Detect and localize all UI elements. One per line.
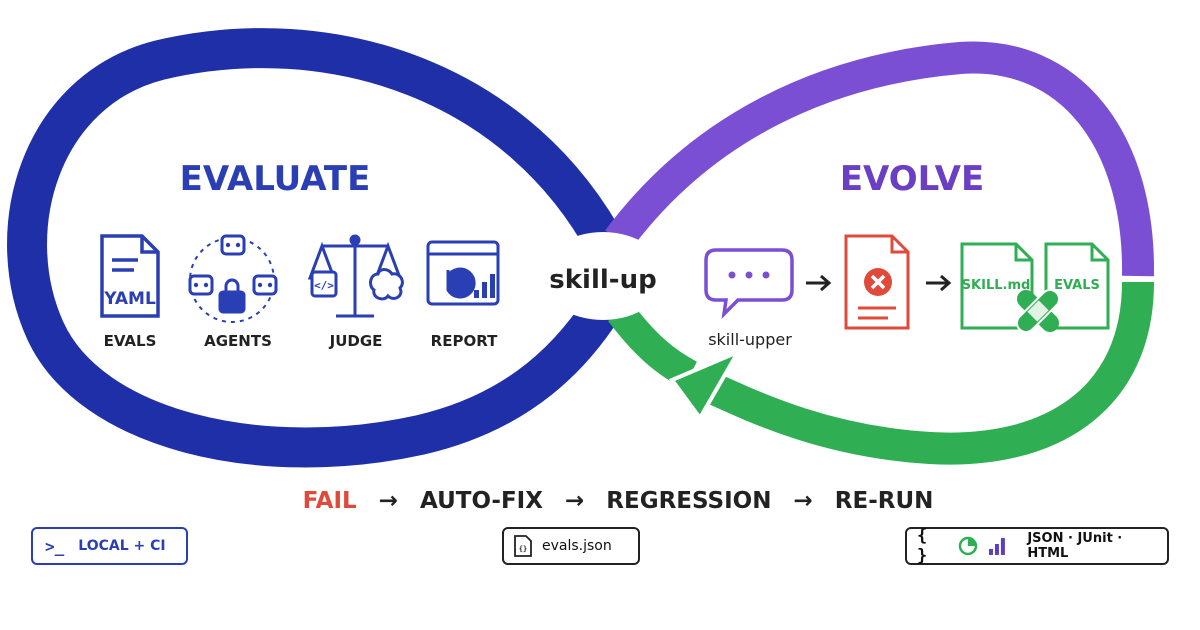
svg-text:{}: {} bbox=[519, 545, 527, 553]
local-ci-label: LOCAL + CI bbox=[78, 538, 166, 554]
report-chart-icon bbox=[426, 240, 500, 306]
yaml-icon-text: YAML bbox=[103, 289, 156, 309]
flow-arrow-1: → bbox=[379, 488, 398, 514]
evaluate-loop bbox=[7, 28, 628, 468]
skill-upper-label: skill-upper bbox=[708, 330, 792, 349]
output-formats-label: JSON · JUnit · HTML bbox=[1027, 531, 1123, 561]
flow-arrow-icon bbox=[806, 274, 952, 292]
evolve-loop-bottom bbox=[705, 281, 1154, 465]
yaml-document-icon bbox=[100, 234, 160, 318]
evals-label: EVALS bbox=[104, 332, 157, 350]
center-bubble bbox=[541, 232, 665, 320]
bandage-icon bbox=[1015, 288, 1061, 334]
json-file-icon: {} bbox=[514, 535, 532, 557]
robot-agents-icon bbox=[188, 234, 278, 323]
braces-icon: { } bbox=[917, 526, 928, 566]
flow-arrow-3: → bbox=[794, 488, 813, 514]
flow-regression: REGRESSION bbox=[606, 488, 771, 514]
flow-auto-fix: AUTO-FIX bbox=[420, 488, 543, 514]
center-label: skill-up bbox=[549, 265, 656, 295]
agents-label: AGENTS bbox=[204, 332, 272, 350]
failed-document-icon bbox=[844, 234, 910, 330]
flow-fail: FAIL bbox=[303, 488, 357, 514]
evals-json-label: evals.json bbox=[542, 538, 612, 554]
bar-chart-icon bbox=[989, 538, 1006, 555]
report-label: REPORT bbox=[431, 332, 498, 350]
evaluate-title: EVALUATE bbox=[180, 159, 371, 199]
local-ci-badge: >_ LOCAL + CI bbox=[31, 527, 188, 565]
skill-md-label: SKILL.md bbox=[962, 278, 1031, 293]
output-formats-badge: { } JSON · JUnit · HTML bbox=[905, 526, 1169, 566]
return-arrowhead-icon bbox=[668, 347, 743, 422]
chat-dots bbox=[728, 271, 770, 279]
evolve-loop-bottom-inner bbox=[608, 302, 698, 389]
report-bars bbox=[474, 274, 495, 298]
flow-rerun: RE-RUN bbox=[835, 488, 934, 514]
terminal-icon: >_ bbox=[45, 536, 65, 556]
robot-eyes bbox=[193, 242, 273, 288]
pie-chart-icon bbox=[958, 536, 977, 556]
evolve-loop-top bbox=[605, 41, 1155, 277]
chat-bubble-icon bbox=[704, 248, 794, 319]
flow-arrow-2: → bbox=[565, 488, 584, 514]
flow-line: FAIL → AUTO-FIX → REGRESSION → RE-RUN bbox=[303, 488, 934, 514]
evals-json-badge: {} evals.json bbox=[502, 527, 640, 565]
fail-x-icon bbox=[870, 274, 886, 290]
code-glyph: </> bbox=[314, 279, 334, 292]
judge-label: JUDGE bbox=[329, 332, 383, 350]
evals-doc-label: EVALS bbox=[1054, 278, 1100, 293]
evolve-title: EVOLVE bbox=[840, 159, 984, 199]
scales-brain-icon bbox=[307, 234, 404, 318]
